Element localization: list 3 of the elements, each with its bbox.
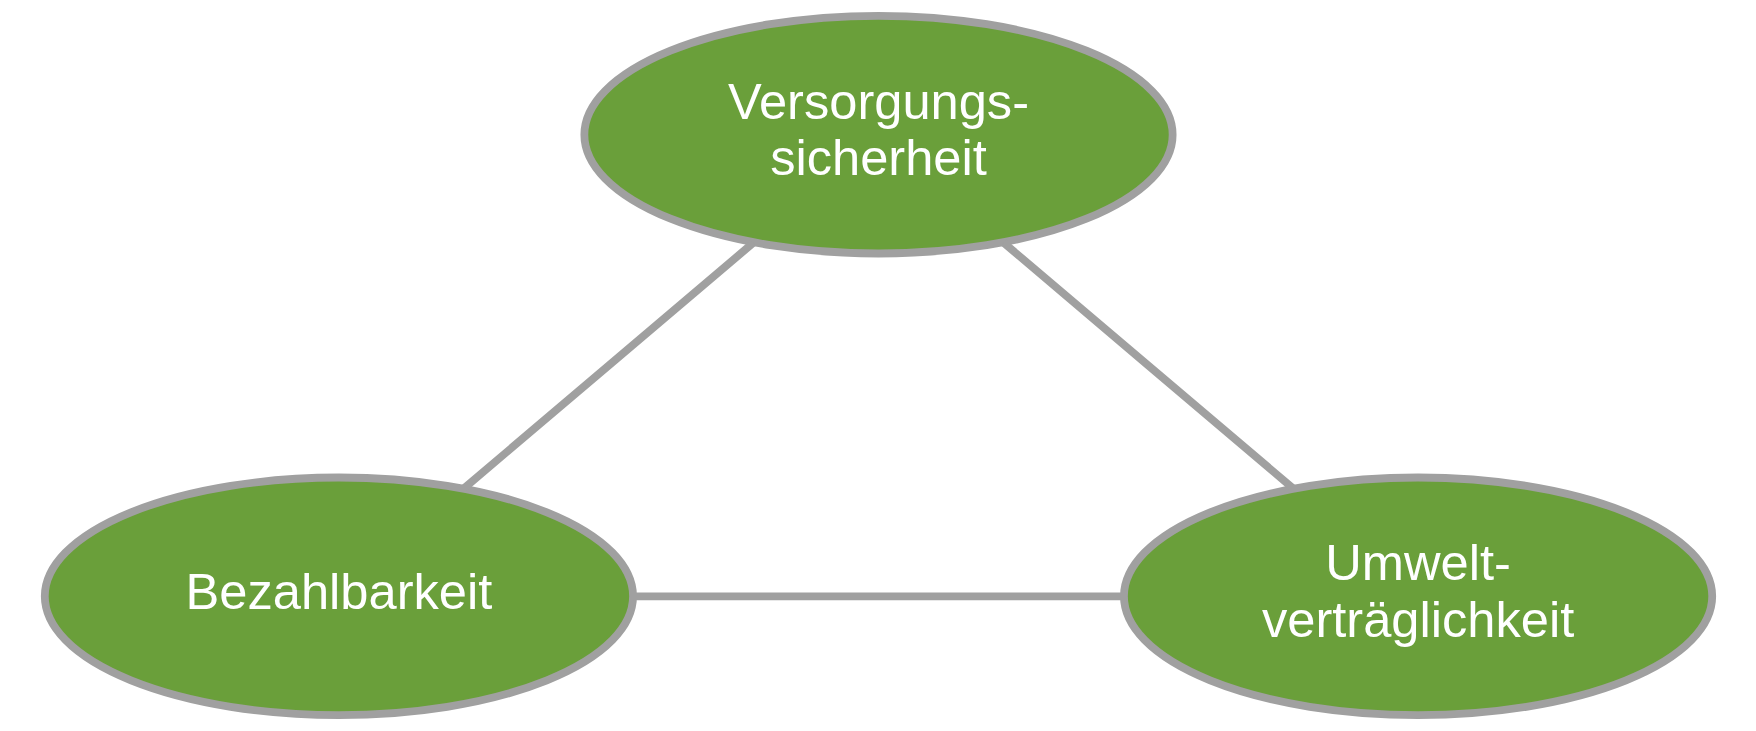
node-ellipse: Bezahlbarkeit <box>40 473 637 720</box>
node-ellipse: Umwelt- verträglichkeit <box>1119 473 1716 720</box>
node-ellipse: Versorgungs- sicherheit <box>579 11 1177 258</box>
